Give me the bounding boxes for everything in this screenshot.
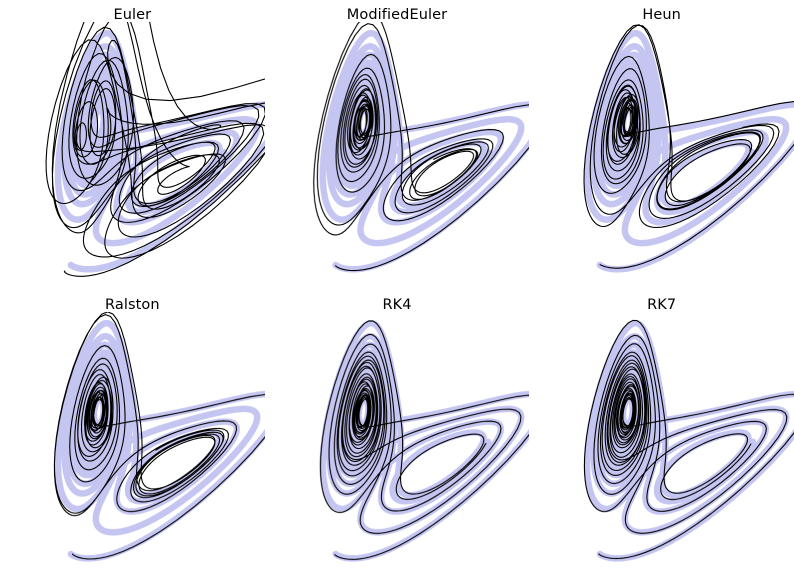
plot-area-heun: [529, 22, 794, 290]
subplot-modifiedeuler: ModifiedEuler: [264, 0, 530, 290]
subplot-title-modifiedeuler: ModifiedEuler: [346, 7, 448, 23]
subplot-title-ralston: Ralston: [104, 296, 160, 313]
subplot-title-rk4: RK4: [382, 296, 412, 313]
plot-area-rk4: [264, 311, 530, 579]
subplot-title-heun: Heun: [642, 7, 681, 23]
plot-area-modifiedeuler: [264, 22, 530, 290]
subplot-euler: Euler: [0, 0, 265, 290]
subplot-title-euler: Euler: [113, 7, 152, 23]
plot-area-rk7: [529, 311, 794, 579]
subplot-title-rk7: RK7: [647, 296, 677, 313]
subplot-rk4: RK4: [264, 290, 530, 579]
subplot-ralston: Ralston: [0, 290, 265, 579]
subplot-rk7: RK7: [529, 290, 794, 579]
plot-area-ralston: [0, 311, 265, 579]
subplot-heun: Heun: [529, 0, 794, 290]
plot-area-euler: [0, 22, 265, 290]
